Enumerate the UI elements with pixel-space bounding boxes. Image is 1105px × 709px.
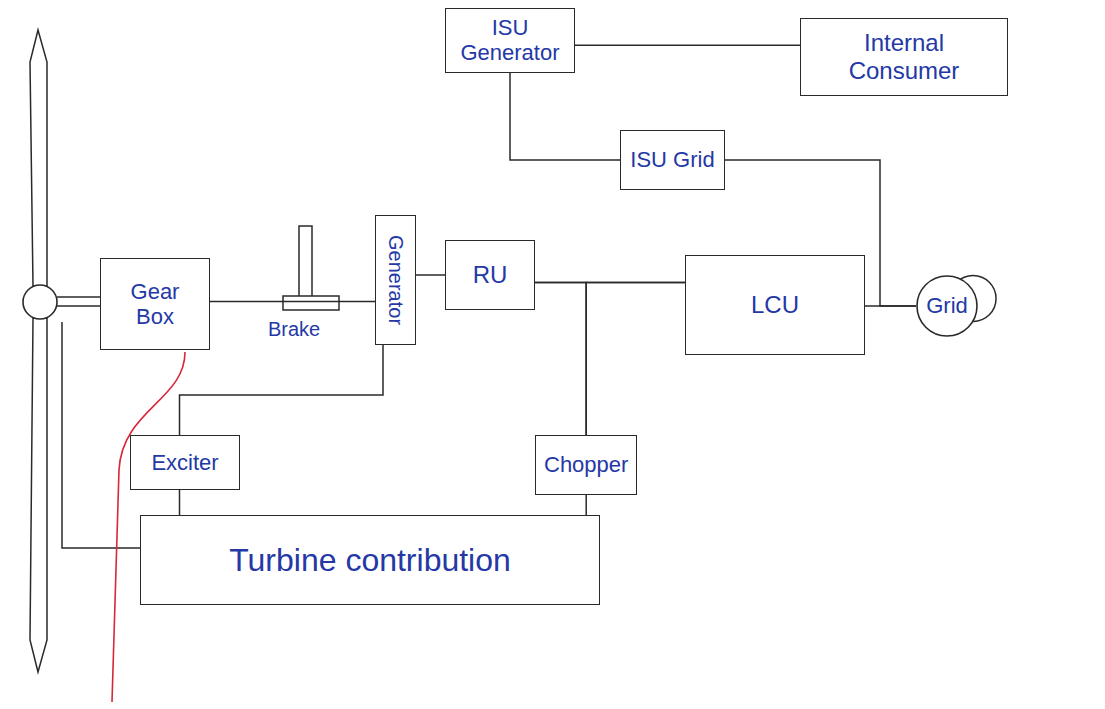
process-box: Gear Box bbox=[100, 258, 210, 350]
connector bbox=[865, 305, 916, 307]
process-box: Chopper bbox=[535, 435, 637, 495]
node-label: Exciter bbox=[151, 450, 218, 475]
rotor-blade bbox=[30, 30, 47, 286]
connector bbox=[510, 73, 620, 160]
grid-circle-outline bbox=[917, 276, 977, 336]
process-box: Internal Consumer bbox=[800, 18, 1008, 96]
process-box: Turbine contribution bbox=[140, 515, 600, 605]
connector bbox=[416, 274, 445, 276]
connector bbox=[535, 283, 586, 436]
connector bbox=[585, 495, 587, 515]
process-box: ISU Grid bbox=[620, 130, 725, 190]
shaft bbox=[57, 305, 100, 306]
connector bbox=[180, 345, 384, 435]
rotor-hub bbox=[23, 285, 57, 319]
feedback-line bbox=[62, 322, 140, 548]
shaft bbox=[57, 296, 100, 297]
connector bbox=[575, 45, 800, 47]
node-label: ISU Generator bbox=[454, 15, 566, 66]
process-box: LCU bbox=[685, 255, 865, 355]
process-box: ISU Generator bbox=[445, 8, 575, 73]
grid-circle: Grid bbox=[916, 275, 978, 337]
process-box: Exciter bbox=[130, 435, 240, 490]
node-label: Gear Box bbox=[110, 279, 200, 330]
node-label: ISU Grid bbox=[630, 147, 714, 172]
brake-symbol bbox=[283, 296, 339, 310]
brake-symbol bbox=[299, 226, 312, 302]
node-label: RU bbox=[473, 261, 508, 289]
connector bbox=[179, 490, 181, 515]
node-label: Generator bbox=[384, 235, 407, 325]
connector bbox=[210, 301, 375, 303]
node-label: Chopper bbox=[544, 452, 628, 477]
node-label: Internal Consumer bbox=[809, 29, 999, 84]
node-label: Grid bbox=[926, 293, 968, 318]
process-box: RU bbox=[445, 240, 535, 310]
connector bbox=[586, 283, 685, 436]
part-label: Brake bbox=[266, 318, 322, 341]
node-label: Turbine contribution bbox=[229, 542, 511, 579]
generator-box: Generator bbox=[375, 215, 416, 345]
rotor-blade bbox=[30, 318, 47, 672]
node-label: LCU bbox=[751, 291, 799, 319]
